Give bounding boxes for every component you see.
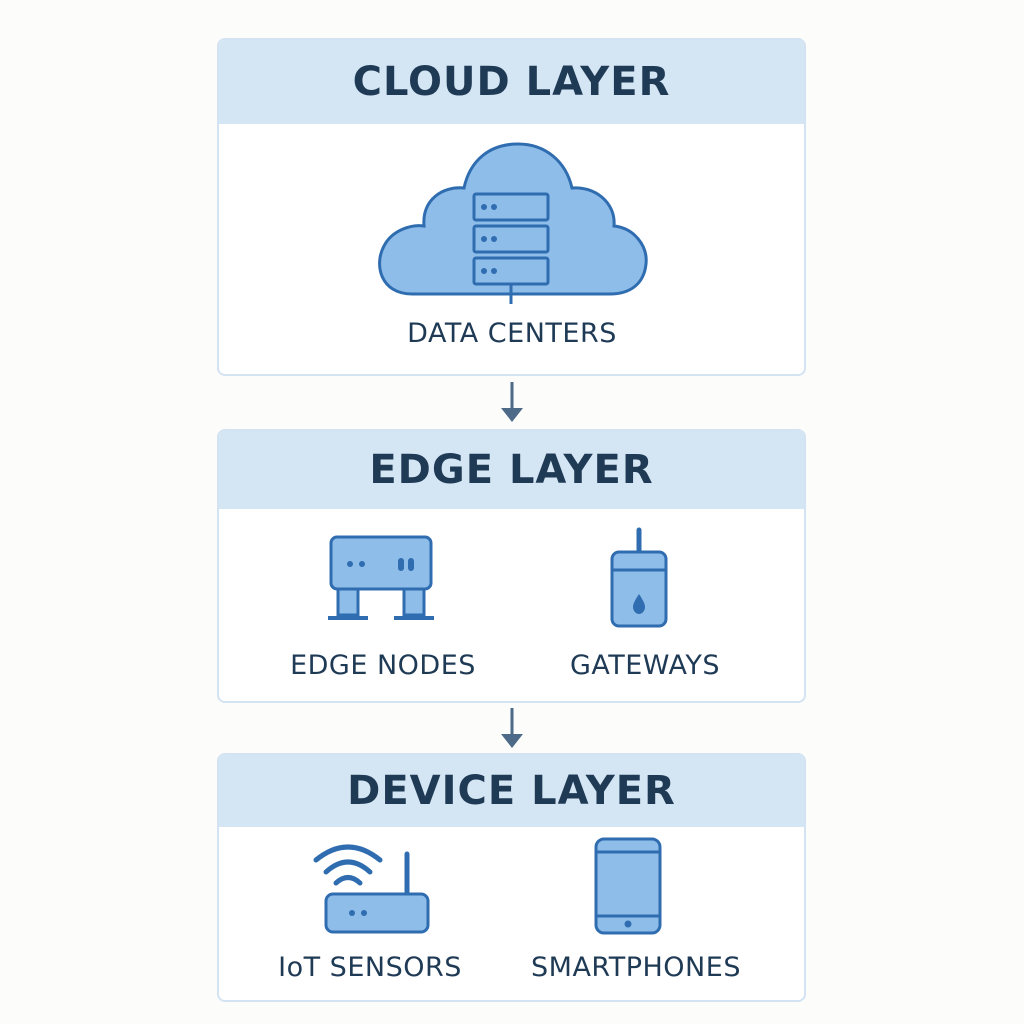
arrow-down-icon xyxy=(501,382,523,422)
gateway-icon xyxy=(610,527,668,628)
router-wifi-icon xyxy=(313,844,430,934)
device-layer-panel: DEVICE LAYER xyxy=(217,753,806,1002)
edge-nodes-label: EDGE NODES xyxy=(290,650,476,681)
iot-sensors-label: IoT SENSORS xyxy=(278,952,462,983)
edge-layer-panel: EDGE LAYER xyxy=(217,429,806,703)
cloud-layer-panel: CLOUD LAYER xyxy=(217,38,806,376)
cloud-layer-title: CLOUD LAYER xyxy=(352,59,671,105)
data-centers-label: DATA CENTERS xyxy=(407,318,617,349)
device-layer-header: DEVICE LAYER xyxy=(219,755,804,827)
smartphones-label: SMARTPHONES xyxy=(531,952,741,983)
edge-layer-header: EDGE LAYER xyxy=(219,431,804,509)
cloud-layer-header: CLOUD LAYER xyxy=(219,40,804,124)
smartphone-icon xyxy=(594,837,662,935)
gateways-label: GATEWAYS xyxy=(569,650,721,681)
device-layer-title: DEVICE LAYER xyxy=(347,768,676,814)
arrow-down-icon xyxy=(501,708,523,748)
cloud-server-icon xyxy=(378,142,648,304)
edge-node-icon xyxy=(328,535,434,620)
edge-layer-title: EDGE LAYER xyxy=(369,447,654,493)
